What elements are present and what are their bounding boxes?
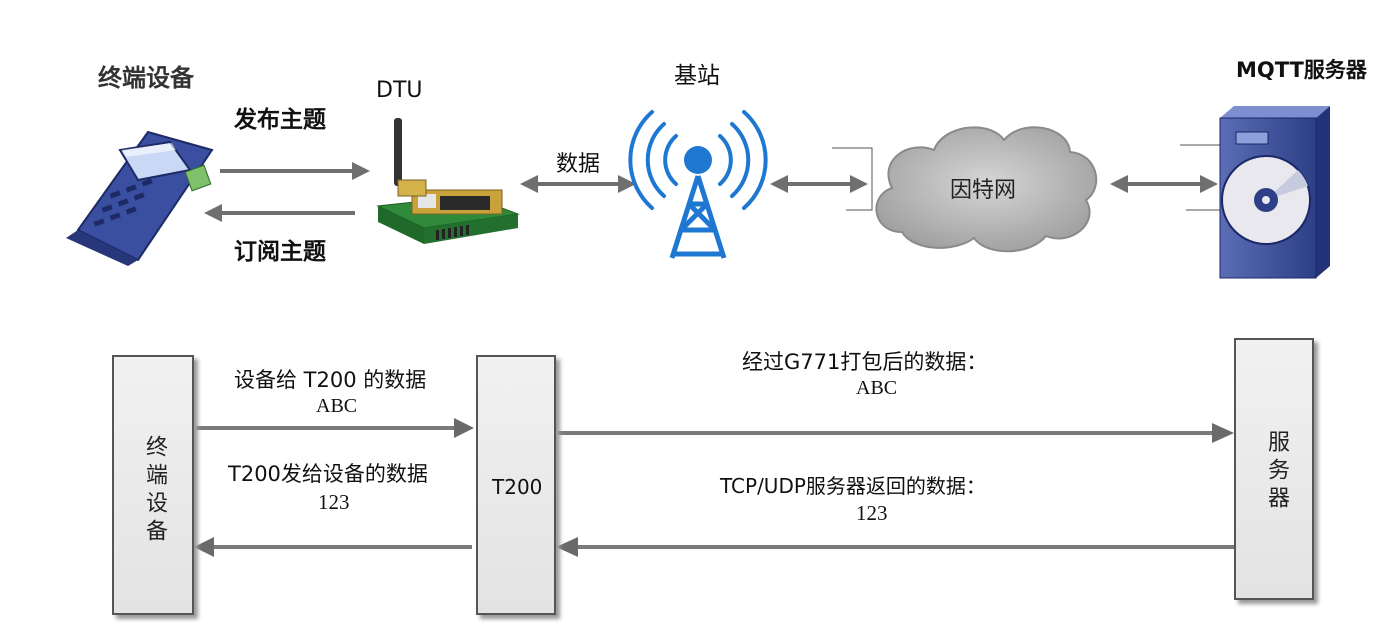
data-label: 数据 (556, 152, 601, 177)
t200-box-label: T200 (492, 475, 543, 499)
internet-cloud-icon (875, 126, 1098, 253)
subscribe-arrow (204, 204, 355, 222)
msg1-line2: ABC (316, 395, 358, 417)
server-box-label: 服务器 (1264, 430, 1289, 514)
data-double-arrow (520, 175, 636, 193)
mqtt-server-icon (1219, 106, 1330, 279)
msg4-line2: 123 (856, 501, 888, 525)
msg3-line1: 经过G771打包后的数据： (742, 350, 988, 374)
subscribe-label: 订阅主题 (234, 239, 326, 265)
terminal-title: 终端设备 (98, 64, 194, 92)
publish-label: 发布主题 (234, 107, 326, 133)
msg3-line2: ABC (856, 377, 898, 399)
publish-arrow (220, 162, 370, 180)
server-title: MQTT服务器 (1236, 58, 1367, 82)
internet-label: 因特网 (950, 178, 1017, 203)
dtu-module-icon (376, 118, 520, 244)
msg2-line1: T200发给设备的数据 (228, 462, 428, 486)
terminal-device-box-label: 终端设备 (142, 435, 167, 547)
seq-arrow-device-to-t200 (196, 418, 474, 438)
base-station-tower-icon (628, 110, 768, 259)
seq-arrow-t200-to-device (194, 537, 472, 557)
msg1-line1: 设备给 T200 的数据 (234, 368, 427, 392)
base-station-title: 基站 (674, 63, 720, 89)
server-box: 服务器 (1234, 338, 1314, 600)
internet-server-arrow (1110, 144, 1220, 211)
station-internet-arrow (770, 147, 873, 211)
msg4-line1: TCP/UDP服务器返回的数据： (720, 474, 986, 498)
seq-arrow-server-to-t200 (556, 537, 1234, 557)
handheld-terminal-icon (66, 130, 214, 266)
msg2-line2: 123 (318, 490, 350, 514)
terminal-device-box: 终端设备 (112, 355, 194, 615)
seq-arrow-t200-to-server (558, 423, 1234, 443)
t200-box: T200 (476, 355, 556, 615)
dtu-title: DTU (376, 78, 423, 103)
